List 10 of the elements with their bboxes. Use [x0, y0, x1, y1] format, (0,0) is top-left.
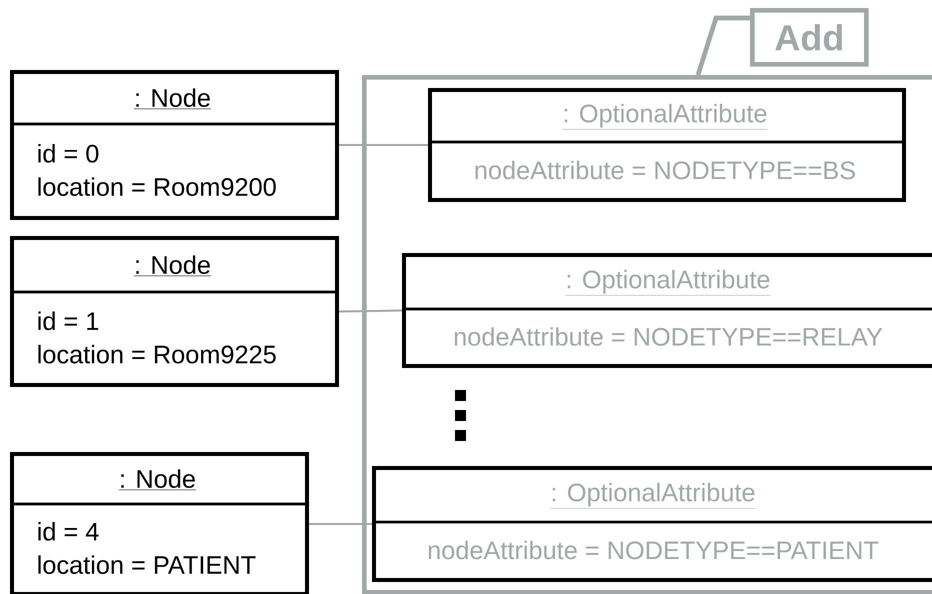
object-box: : Node id = 0 location = Room9200 [10, 70, 339, 220]
object-box: : OptionalAttribute nodeAttribute = NODETYPE==BS [428, 88, 906, 202]
node-label: Add [775, 24, 842, 51]
object-box: : OptionalAttribute nodeAttribute = NODETYPE==PATIENT [372, 466, 932, 582]
object-box: : Node id = 4 location = PATIENT [10, 452, 309, 594]
connector-line [309, 523, 372, 525]
object-box: : OptionalAttribute nodeAttribute = NODETYPE==RELAY [402, 253, 932, 368]
connector-line [338, 310, 402, 312]
connector-line [339, 144, 428, 146]
object-box: : Node id = 1 location = Room9225 [10, 236, 339, 387]
